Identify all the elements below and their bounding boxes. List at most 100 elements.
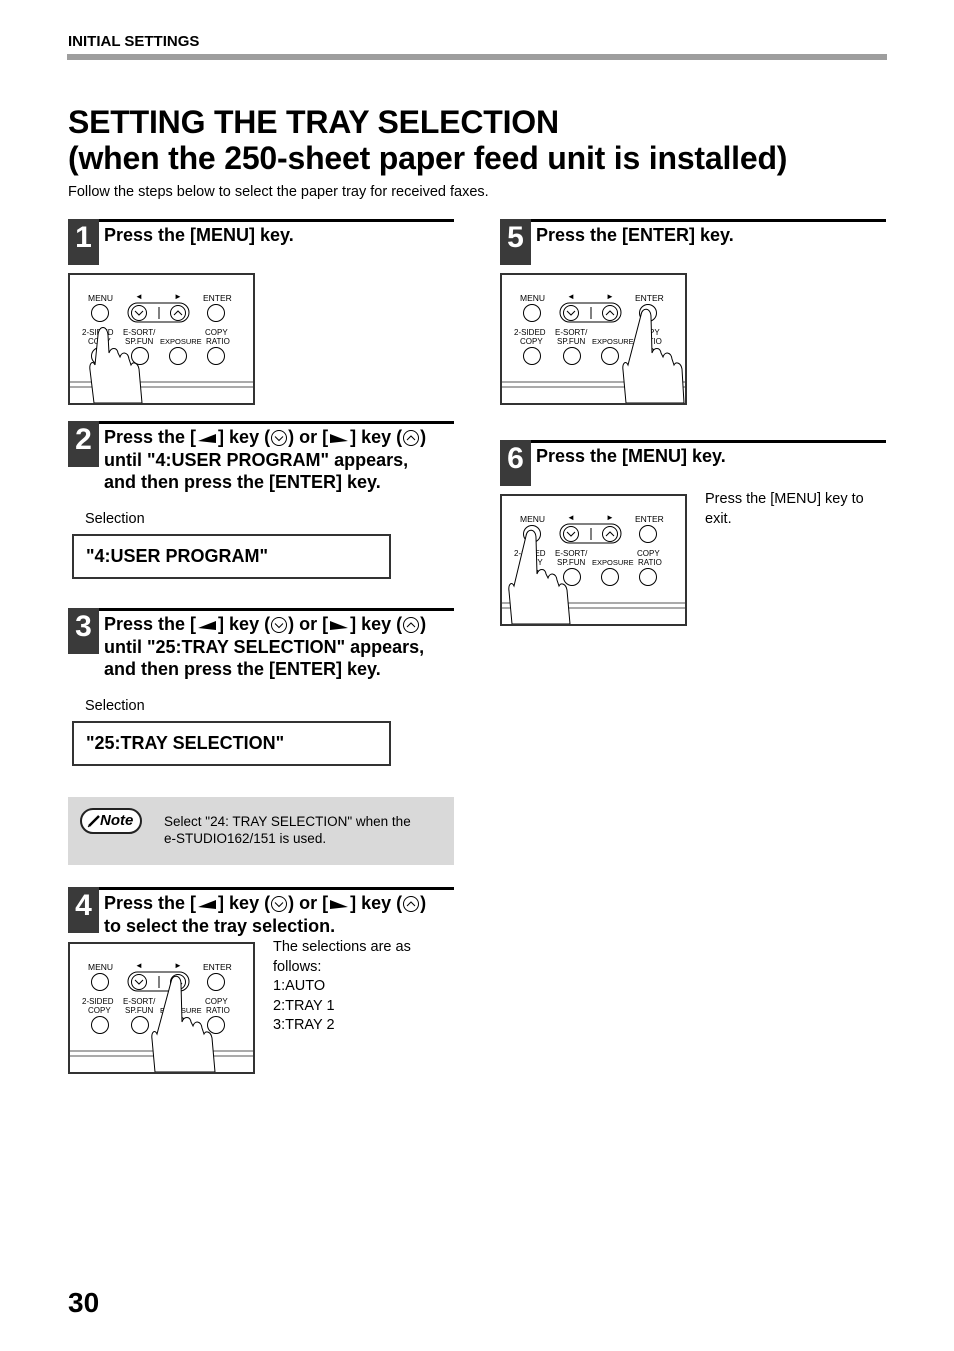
control-panel-illustration-step-1: MENU ◄ ► ENTER 2-SIDED COPY E-SORT/ SP.F… <box>68 273 255 405</box>
two-sided-label: 2-SIDED <box>514 328 546 337</box>
step-2-line-2: until "4:USER PROGRAM" appears, <box>104 449 409 470</box>
right-arrow-key-icon <box>328 618 350 632</box>
spfun-label: SP.FUN <box>557 337 586 346</box>
exposure-label: EXPOSURE <box>592 337 634 346</box>
title-line-1: SETTING THE TRAY SELECTION <box>68 104 559 140</box>
spfun-label: SP.FUN <box>557 558 586 567</box>
menu-label: MENU <box>520 514 545 524</box>
step-2-line-1: Press the [] key () or [] key () <box>104 427 427 447</box>
enter-label: ENTER <box>203 962 232 972</box>
two-sided-label: 2-SIDED <box>82 997 114 1006</box>
header-rule <box>67 54 887 60</box>
section-label: INITIAL SETTINGS <box>68 33 200 50</box>
selection-label: Selection <box>85 698 145 714</box>
step-2-number: 2 <box>68 421 99 467</box>
panel-drawing: MENU ◄ ► ENTER 2-SIDED COPY E-SORT/ SP.F… <box>502 513 685 625</box>
step-4-description: The selections are as follows: 1:AUTO 2:… <box>273 938 411 1036</box>
copy-ratio-label-2: RATIO <box>638 558 662 567</box>
esort-label: E-SORT/ <box>555 328 588 337</box>
exposure-label: EXPOSURE <box>592 558 634 567</box>
step-6-description: Press the [MENU] key to exit. <box>705 491 864 527</box>
copy-ratio-label-2: RATIO <box>206 337 230 346</box>
panel-drawing: MENU ◄ ► ENTER 2-SIDED COPY E-SORT/ SP.F… <box>70 961 253 1073</box>
step-1-rule <box>68 219 454 222</box>
step-3-line-3: and then press the [ENTER] key. <box>104 659 381 679</box>
panel-drawing: MENU ◄ ► ENTER 2-SIDED COPY E-SORT/ SP.F… <box>70 292 253 404</box>
control-panel-illustration-step-6: MENU ◄ ► ENTER 2-SIDED COPY E-SORT/ SP.F… <box>500 494 687 626</box>
step-4-rule <box>68 887 454 890</box>
step-4-text: Press the [] key () or [] key () to sele… <box>104 892 456 937</box>
step-3-rule <box>68 608 454 611</box>
panel-drawing: MENU ◄ ► ENTER 2-SIDED COPY E-SORT/ SP.F… <box>502 292 685 404</box>
step-3-line-1: Press the [] key () or [] key () <box>104 614 427 634</box>
step-1-number: 1 <box>68 219 99 265</box>
step-3-number: 3 <box>68 608 99 654</box>
left-arrow-label: ◄ <box>135 961 143 970</box>
step-5-text: Press the [ENTER] key. <box>536 225 734 245</box>
copy-label: COPY <box>520 337 543 346</box>
step-5-rule <box>500 219 886 222</box>
enter-label: ENTER <box>635 293 664 303</box>
up-key-icon <box>402 616 420 634</box>
left-arrow-key-icon <box>196 897 218 911</box>
left-arrow-key-icon <box>196 618 218 632</box>
right-arrow-key-icon <box>328 431 350 445</box>
up-key-icon <box>402 429 420 447</box>
title-line-2: (when the 250-sheet paper feed unit is i… <box>68 140 788 176</box>
step-6-number: 6 <box>500 440 531 486</box>
step-3-line-2: until "25:TRAY SELECTION" appears, <box>104 636 425 657</box>
note-box: Note Select "24: TRAY SELECTION" when th… <box>68 797 454 865</box>
step-1-text: Press the [MENU] key. <box>104 225 294 245</box>
option-tray-2: 3:TRAY 2 <box>273 1017 335 1033</box>
step-3-text: Press the [] key () or [] key () until "… <box>104 613 456 681</box>
right-arrow-label: ► <box>606 292 614 301</box>
page-number: 30 <box>68 1287 100 1318</box>
enter-label: ENTER <box>635 514 664 524</box>
step-2-rule <box>68 421 454 424</box>
down-key-icon <box>270 616 288 634</box>
control-panel-illustration-step-4: MENU ◄ ► ENTER 2-SIDED COPY E-SORT/ SP.F… <box>68 942 255 1074</box>
right-arrow-label: ► <box>606 513 614 522</box>
step-4-line-2: to select the tray selection. <box>104 915 336 936</box>
menu-label: MENU <box>520 293 545 303</box>
left-arrow-label: ◄ <box>135 292 143 301</box>
spfun-label: SP.FUN <box>125 337 154 346</box>
exposure-label: EXPOSURE <box>160 337 202 346</box>
right-arrow-label: ► <box>174 292 182 301</box>
lcd-display: "25:TRAY SELECTION" <box>72 721 391 766</box>
left-arrow-key-icon <box>196 431 218 445</box>
copy-label: COPY <box>88 1006 111 1015</box>
option-auto: 1:AUTO <box>273 978 326 994</box>
note-badge: Note <box>80 808 142 834</box>
copy-ratio-label-1: COPY <box>637 549 660 558</box>
copy-ratio-label-1: COPY <box>205 997 228 1006</box>
esort-label: E-SORT/ <box>123 997 156 1006</box>
left-arrow-label: ◄ <box>567 292 575 301</box>
note-text: Select "24: TRAY SELECTION" when the e-S… <box>164 814 411 846</box>
down-key-icon <box>270 429 288 447</box>
up-key-icon <box>402 895 420 913</box>
selection-label: Selection <box>85 511 145 527</box>
intro-text: Follow the steps below to select the pap… <box>68 184 489 200</box>
left-arrow-label: ◄ <box>567 513 575 522</box>
step-4-number: 4 <box>68 887 99 933</box>
esort-label: E-SORT/ <box>123 328 156 337</box>
step-4-line-1: Press the [] key () or [] key () <box>104 893 427 913</box>
control-panel-illustration-step-5: MENU ◄ ► ENTER 2-SIDED COPY E-SORT/ SP.F… <box>500 273 687 405</box>
step-2-text: Press the [] key () or [] key () until "… <box>104 426 456 494</box>
spfun-label: SP.FUN <box>125 1006 154 1015</box>
menu-label: MENU <box>88 293 113 303</box>
step-6-rule <box>500 440 886 443</box>
step-5-number: 5 <box>500 219 531 265</box>
step-6-text: Press the [MENU] key. <box>536 446 726 466</box>
page-title: SETTING THE TRAY SELECTION (when the 250… <box>68 104 787 176</box>
menu-label: MENU <box>88 962 113 972</box>
enter-label: ENTER <box>203 293 232 303</box>
pencil-icon <box>87 815 100 828</box>
copy-ratio-label-2: RATIO <box>206 1006 230 1015</box>
lcd-display: "4:USER PROGRAM" <box>72 534 391 579</box>
copy-ratio-label-1: COPY <box>205 328 228 337</box>
right-arrow-label: ► <box>174 961 182 970</box>
down-key-icon <box>270 895 288 913</box>
esort-label: E-SORT/ <box>555 549 588 558</box>
